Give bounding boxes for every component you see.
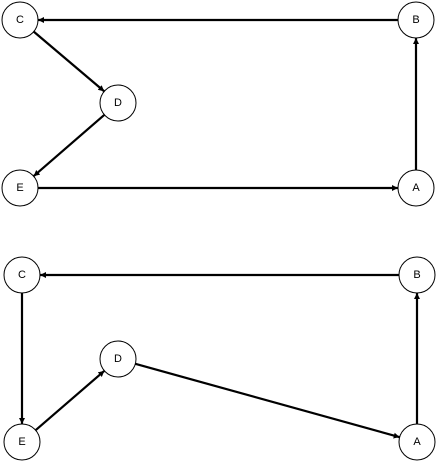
node-circle [1,169,39,207]
edge-top-c-to-d [33,30,105,93]
node-circle [3,256,41,294]
node-label: E [16,182,23,194]
node-bottom-a: A [398,423,436,461]
node-circle [398,423,436,461]
edge-bottom-e-to-d [34,369,106,432]
node-circle [99,340,137,378]
node-label: D [114,97,122,109]
node-label: B [412,14,419,26]
node-top-d: D [99,84,137,122]
node-label: E [18,436,25,448]
node-label: C [16,14,24,26]
node-label: D [114,353,122,365]
graph-top: C B D E A [1,1,435,207]
node-circle [397,1,435,39]
node-circle [397,169,435,207]
node-top-c: C [1,1,39,39]
node-top-a: A [397,169,435,207]
node-bottom-d: D [99,340,137,378]
node-top-e: E [1,169,39,207]
graph-bottom: C B D E A [3,256,436,461]
node-circle [99,84,137,122]
node-label: A [412,182,420,194]
node-label: C [18,269,26,281]
node-bottom-e: E [3,423,41,461]
node-circle [3,423,41,461]
node-circle [1,1,39,39]
node-bottom-c: C [3,256,41,294]
node-label: A [413,436,421,448]
node-label: B [413,269,420,281]
node-bottom-b: B [398,256,436,294]
node-circle [398,256,436,294]
node-top-b: B [397,1,435,39]
edge-bottom-d-to-a [135,362,400,439]
edge-top-d-to-e [32,113,106,178]
